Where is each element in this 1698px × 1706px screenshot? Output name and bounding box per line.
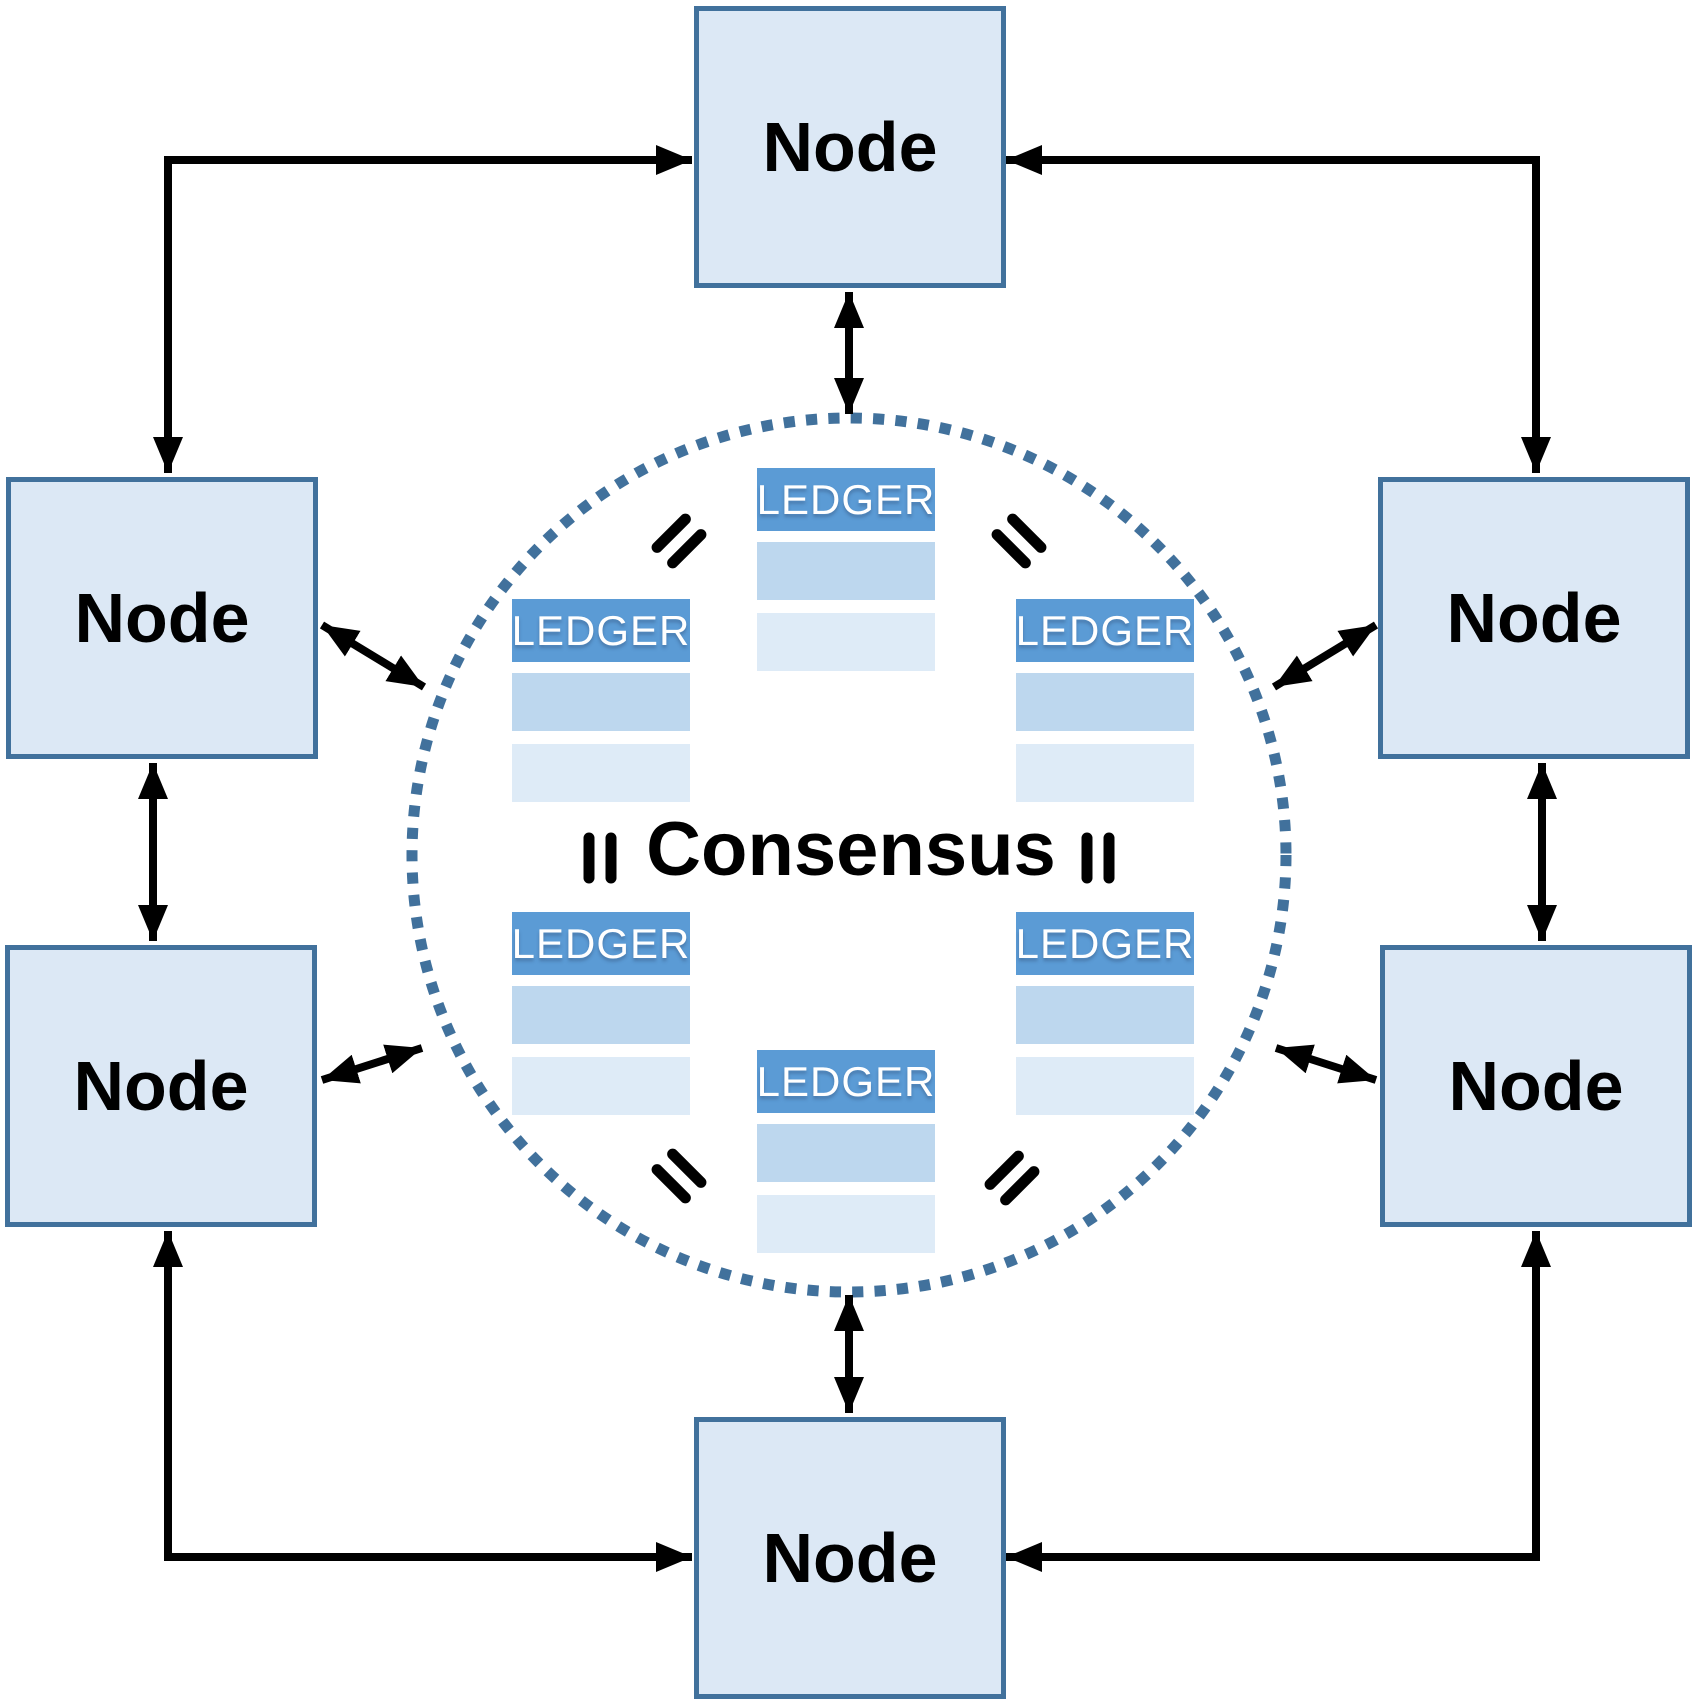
equals-icon-bottom-left xyxy=(651,1148,707,1204)
ledger-table-bottom: LEDGER xyxy=(757,1050,935,1253)
node-box-top: Node xyxy=(694,6,1006,288)
consensus-circle-dotted-border xyxy=(406,412,1292,1298)
ledger-table-lower-left: LEDGER xyxy=(512,912,690,1115)
ledger-header: LEDGER xyxy=(1016,912,1194,975)
ledger-header: LEDGER xyxy=(757,1050,935,1113)
ledger-table-upper-right: LEDGER xyxy=(1016,599,1194,802)
node-box-lower-right: Node xyxy=(1380,945,1692,1227)
ledger-header: LEDGER xyxy=(1016,599,1194,662)
ledger-row xyxy=(1016,986,1194,1044)
connector-upperleft-node-circle xyxy=(319,621,427,691)
connector-top-node-upperright-node xyxy=(1006,145,1551,473)
ledger-table-lower-right: LEDGER xyxy=(1016,912,1194,1115)
ledger-row xyxy=(512,986,690,1044)
ledger-row xyxy=(1016,1057,1194,1115)
node-label: Node xyxy=(74,579,250,657)
ledger-row xyxy=(512,744,690,802)
ledger-header: LEDGER xyxy=(512,912,690,975)
node-label: Node xyxy=(1448,1047,1624,1125)
node-box-bottom: Node xyxy=(694,1417,1006,1699)
equals-icon-top-left xyxy=(651,513,707,569)
connector-top-node-upperleft-node xyxy=(153,145,692,473)
connector-lowerright-node-circle xyxy=(1274,1044,1378,1084)
ledger-header: LEDGER xyxy=(512,599,690,662)
ledger-row xyxy=(512,1057,690,1115)
node-box-upper-right: Node xyxy=(1378,477,1690,759)
connector-upperright-node-circle xyxy=(1271,621,1379,691)
ledger-header: LEDGER xyxy=(757,468,935,531)
ledger-row xyxy=(757,1195,935,1253)
equals-icon-middle-right xyxy=(1081,832,1115,884)
ledger-row xyxy=(512,673,690,731)
equals-icon-top-right xyxy=(991,513,1047,569)
ledger-table-top: LEDGER xyxy=(757,468,935,671)
ledger-row xyxy=(1016,673,1194,731)
connector-lowerleft-node-circle xyxy=(320,1044,424,1084)
connector-bottom-node-lowerright-node xyxy=(1006,1231,1551,1572)
node-box-upper-left: Node xyxy=(6,477,318,759)
connector-bottom-node-lowerleft-node xyxy=(153,1231,692,1572)
ledger-row xyxy=(757,1124,935,1182)
node-label: Node xyxy=(73,1047,249,1125)
ledger-table-upper-left: LEDGER xyxy=(512,599,690,802)
node-label: Node xyxy=(762,108,938,186)
equals-icon-middle-left xyxy=(583,832,617,884)
ledger-row xyxy=(1016,744,1194,802)
node-label: Node xyxy=(1446,579,1622,657)
ledger-row xyxy=(757,613,935,671)
equals-icon-bottom-right xyxy=(984,1150,1040,1206)
node-label: Node xyxy=(762,1519,938,1597)
consensus-label: Consensus xyxy=(646,807,1056,892)
node-box-lower-left: Node xyxy=(5,945,317,1227)
ledger-row xyxy=(757,542,935,600)
